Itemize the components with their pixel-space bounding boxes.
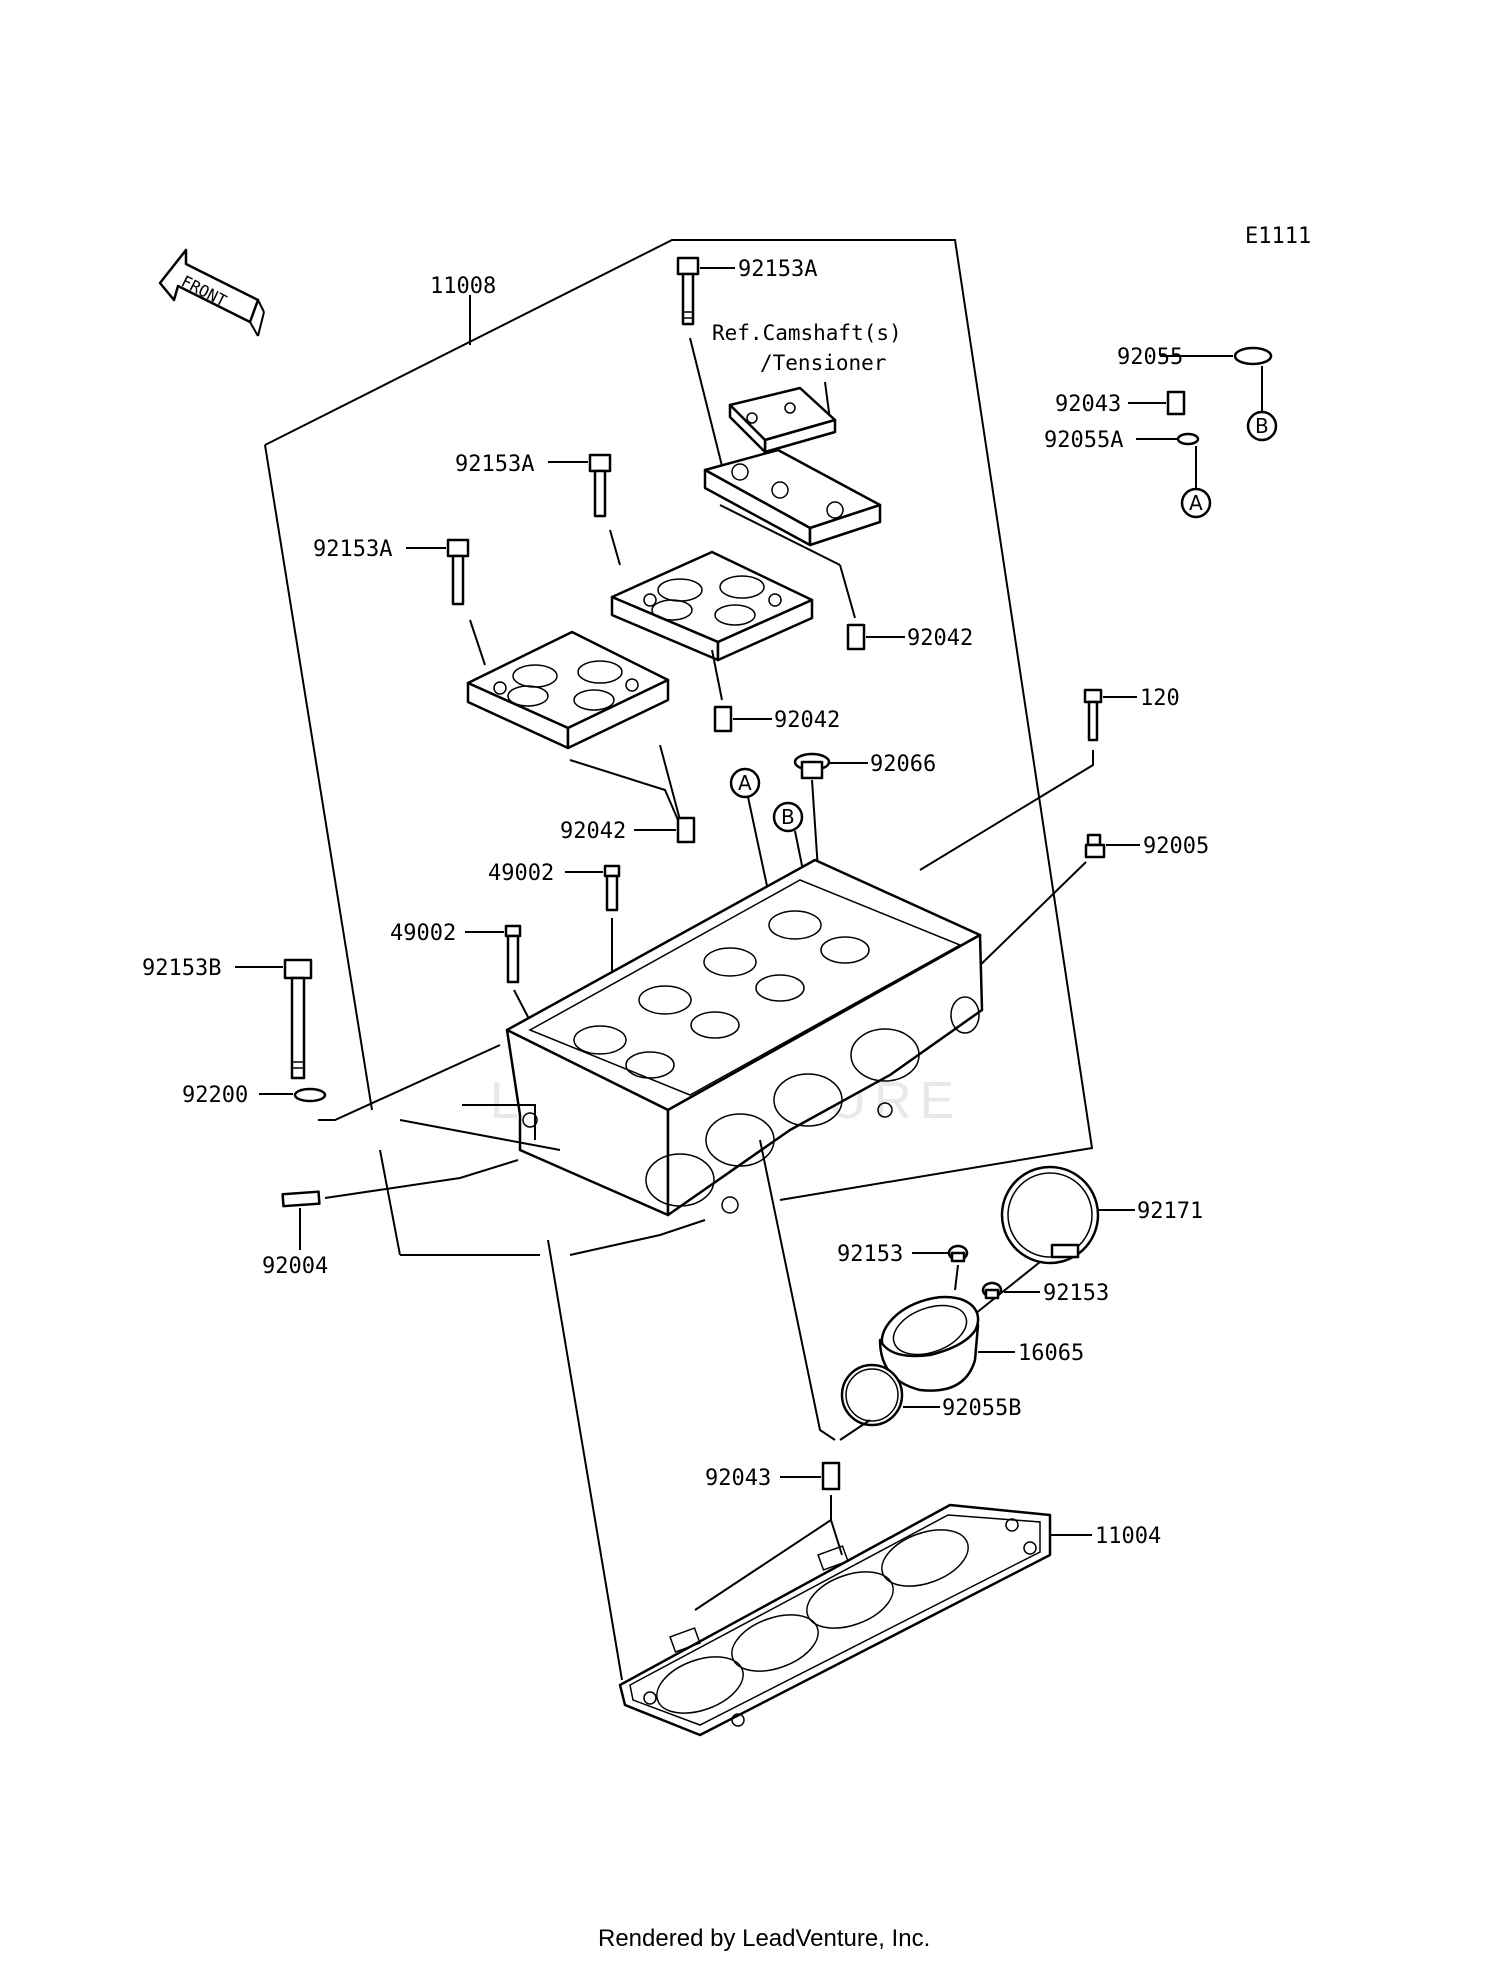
callout-a-mid	[729, 767, 761, 799]
part-92171: 92171	[1137, 1199, 1203, 1224]
assembly-outline	[264, 239, 1094, 1256]
part-92153a-1: 92153A	[738, 257, 817, 282]
part-92153a-3: 92153A	[313, 537, 392, 562]
o-ring-92055a	[1176, 432, 1200, 446]
o-ring-92055b	[840, 1363, 904, 1427]
part-92153-2: 92153	[1043, 1281, 1109, 1306]
cam-holder-mid	[610, 550, 814, 662]
callout-a-top	[1180, 487, 1212, 519]
screw-92153-1	[947, 1244, 969, 1263]
dowel-92043-bot	[821, 1461, 841, 1491]
callout-b-mid	[772, 801, 804, 833]
bolt-92153a-mid	[588, 453, 612, 518]
dowel-92042-1	[846, 623, 866, 651]
part-92043-top: 92043	[1055, 392, 1121, 417]
cam-holder-low	[466, 630, 670, 750]
svg-text:B: B	[781, 805, 795, 829]
fitting-16065	[878, 1295, 980, 1392]
part-11004: 11004	[1095, 1524, 1161, 1549]
svg-text:A: A	[738, 771, 752, 795]
part-92042-3: 92042	[560, 819, 626, 844]
dowel-92042-2	[713, 705, 733, 733]
camshaft-cap-top	[728, 386, 837, 454]
footer-credit: Rendered by LeadVenture, Inc.	[598, 1925, 930, 1952]
part-49002-1: 49002	[488, 861, 554, 886]
front-arrow-icon: FRONT	[158, 248, 265, 337]
ref-note-line1: Ref.Camshaft(s)	[712, 321, 902, 345]
diagram-code: E1111	[1245, 224, 1311, 249]
stud-92004	[281, 1190, 321, 1208]
bolt-120	[1083, 688, 1103, 742]
fitting-92005	[1084, 833, 1106, 859]
part-16065: 16065	[1018, 1341, 1084, 1366]
valve-guide-49002-1	[603, 864, 621, 912]
valve-guide-49002-2	[504, 924, 522, 984]
o-ring-92055	[1233, 346, 1273, 366]
bolt-92153a-low	[446, 538, 470, 606]
part-92066: 92066	[870, 752, 936, 777]
screw-92153-2	[981, 1281, 1003, 1300]
dowel-92043-top	[1166, 390, 1186, 416]
part-92042-1: 92042	[907, 626, 973, 651]
cam-holder-top	[703, 448, 882, 547]
part-11008: 11008	[430, 274, 496, 299]
callout-b-top	[1246, 410, 1278, 442]
part-92055a: 92055A	[1044, 428, 1123, 453]
plug-92066	[793, 752, 831, 780]
part-92055: 92055	[1117, 345, 1183, 370]
bolt-92153b	[283, 958, 313, 1080]
part-92055b: 92055B	[942, 1396, 1021, 1421]
part-120: 120	[1140, 686, 1180, 711]
part-92153-1: 92153	[837, 1242, 903, 1267]
ref-note-line2: /Tensioner	[760, 351, 886, 375]
part-92200: 92200	[182, 1083, 248, 1108]
part-92153b: 92153B	[142, 956, 221, 981]
head-gasket-11004	[618, 1503, 1052, 1737]
part-92153a-2: 92153A	[455, 452, 534, 477]
dowel-92042-3	[676, 816, 696, 844]
part-92043-bot: 92043	[705, 1466, 771, 1491]
svg-text:A: A	[1189, 491, 1203, 515]
svg-text:B: B	[1255, 414, 1269, 438]
bolt-92153a-top	[676, 256, 700, 326]
cylinder-head	[505, 858, 984, 1217]
part-92004: 92004	[262, 1254, 328, 1279]
clamp-92171	[1000, 1165, 1100, 1265]
washer-92200	[293, 1087, 327, 1103]
part-92005: 92005	[1143, 834, 1209, 859]
part-92042-2: 92042	[774, 708, 840, 733]
part-49002-2: 49002	[390, 921, 456, 946]
